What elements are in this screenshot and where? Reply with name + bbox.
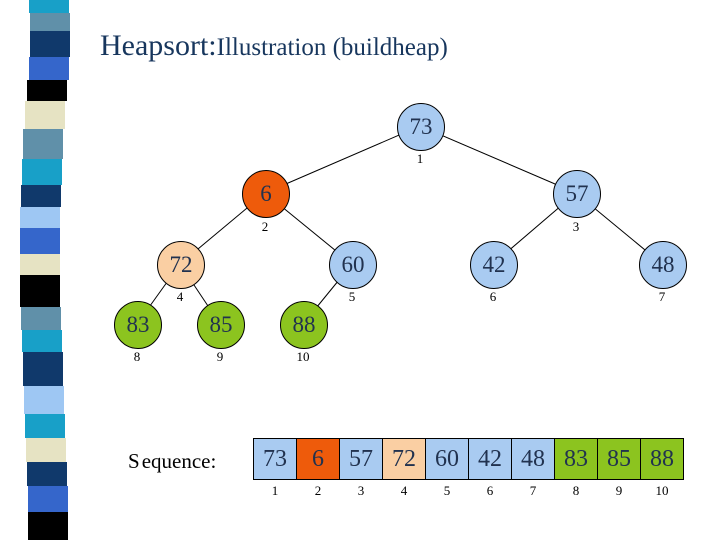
tree-node-index-3: 3: [572, 219, 580, 234]
strip-segment: [30, 31, 70, 57]
strip-segment: [23, 129, 63, 159]
sequence-cell-value: 85: [597, 438, 641, 480]
sequence-cell-value: 57: [339, 438, 383, 480]
sequence-cell-index: 6: [486, 483, 494, 498]
sequence-cell-7: 48 7: [511, 438, 555, 499]
tree-node-index-10: 10: [296, 349, 310, 364]
sequence-cell-index: 10: [655, 483, 669, 498]
decorative-strip: [0, 0, 80, 540]
sequence-cell-1: 73 1: [253, 438, 297, 499]
sequence-cell-index: 5: [443, 483, 451, 498]
strip-segment: [24, 386, 64, 414]
sequence-cell-value: 83: [554, 438, 598, 480]
tree-node-index-9: 9: [216, 349, 224, 364]
sequence-cell-value: 48: [511, 438, 555, 480]
sequence-cell-value: 42: [468, 438, 512, 480]
sequence-cell-index: 8: [572, 483, 580, 498]
sequence-cell-4: 72 4: [382, 438, 426, 499]
strip-segment: [26, 438, 66, 462]
strip-segment: [30, 13, 70, 31]
tree-node-2: 6: [242, 170, 290, 218]
sequence-cell-value: 60: [425, 438, 469, 480]
strip-segment: [20, 228, 60, 254]
strip-segment: [20, 207, 60, 228]
tree-node-index-1: 1: [416, 151, 424, 166]
strip-segment: [20, 254, 60, 275]
sequence-cell-value: 6: [296, 438, 340, 480]
sequence-cell-10: 88 10: [640, 438, 684, 499]
strip-segment: [22, 330, 62, 352]
sequence-cell-index: 3: [357, 483, 365, 498]
strip-segment: [29, 57, 69, 80]
sequence-cell-value: 72: [382, 438, 426, 480]
slide-title: Heapsort:Illustration (buildheap): [100, 26, 448, 63]
tree-node-index-6: 6: [489, 289, 497, 304]
strip-segment: [21, 307, 61, 330]
sequence-cell-index: 7: [529, 483, 537, 498]
tree-node-5: 60: [329, 241, 377, 289]
strip-segment: [25, 101, 65, 129]
tree-node-3: 57: [553, 170, 601, 218]
sequence-cell-value: 88: [640, 438, 684, 480]
tree-node-4: 72: [157, 241, 205, 289]
sequence-cell-9: 85 9: [597, 438, 641, 499]
strip-segment: [23, 352, 63, 386]
tree-node-7: 48: [639, 241, 687, 289]
sequence-cell-index: 1: [271, 483, 279, 498]
tree-node-9: 85: [197, 301, 245, 349]
sequence-cell-2: 6 2: [296, 438, 340, 499]
sequence-cell-index: 2: [314, 483, 322, 498]
strip-segment: [25, 414, 65, 438]
title-prefix: Heapsort:: [100, 29, 217, 62]
sequence-cell-5: 60 5: [425, 438, 469, 499]
strip-segment: [28, 512, 68, 540]
tree-node-10: 88: [280, 301, 328, 349]
strip-segment: [22, 159, 62, 185]
strip-segment: [20, 275, 60, 307]
tree-edge: [419, 125, 577, 194]
strip-segment: [29, 0, 69, 13]
strip-segment: [27, 80, 67, 101]
tree-node-index-2: 2: [261, 219, 269, 234]
sequence-cell-index: 4: [400, 483, 408, 498]
tree-node-index-5: 5: [348, 289, 356, 304]
sequence-label: Sequence:: [128, 449, 217, 473]
sequence-cell-index: 9: [615, 483, 623, 498]
strip-segment: [28, 486, 68, 512]
sequence-cell-value: 73: [253, 438, 297, 480]
tree-edge: [264, 125, 421, 194]
sequence-cell-8: 83 8: [554, 438, 598, 499]
strip-segment: [27, 462, 67, 486]
title-rest: Illustration (buildheap): [216, 34, 448, 61]
strip-segment: [21, 185, 61, 207]
tree-node-index-7: 7: [658, 289, 666, 304]
tree-node-6: 42: [470, 241, 518, 289]
tree-node-index-4: 4: [176, 289, 184, 304]
sequence-row: 73 1 6 2 57 3 72 4 60 5 42 6 48 7 83 8: [253, 438, 684, 499]
tree-node-8: 83: [114, 301, 162, 349]
tree-node-index-8: 8: [133, 349, 141, 364]
sequence-cell-6: 42 6: [468, 438, 512, 499]
sequence-cell-3: 57 3: [339, 438, 383, 499]
tree-node-1: 73: [397, 103, 445, 151]
